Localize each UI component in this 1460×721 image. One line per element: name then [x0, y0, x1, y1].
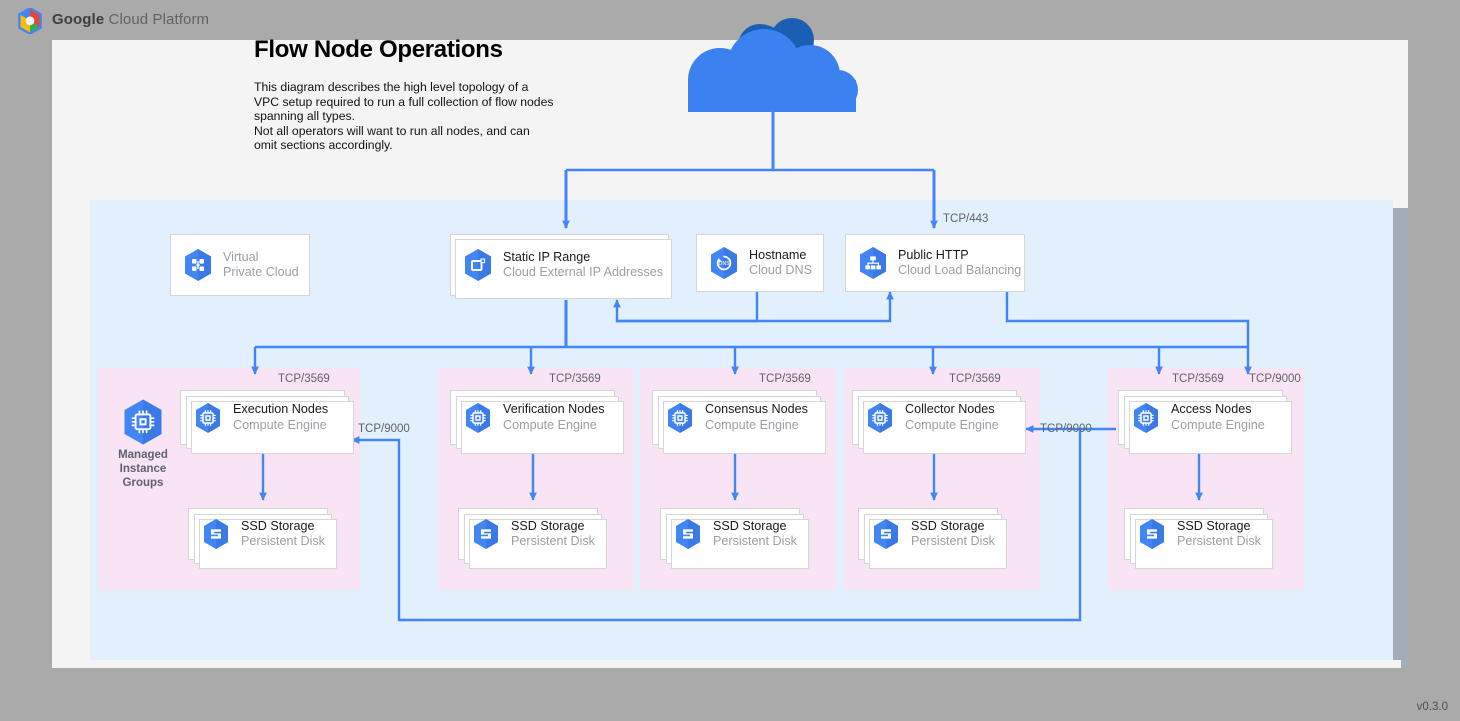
node-title: Collector Nodes	[905, 402, 995, 417]
node-title: Access Nodes	[1171, 402, 1252, 417]
port-label-execution-in: TCP/3569	[278, 373, 330, 385]
cloud-load-balancing-icon	[860, 247, 886, 279]
vpc-shadow-right	[1393, 208, 1408, 668]
storage-verification[interactable]: SSD Storage Persistent Disk	[458, 508, 607, 569]
compute-engine-icon	[466, 402, 490, 433]
node-access-nodes[interactable]: Access Nodes Compute Engine	[1118, 390, 1292, 454]
external-ip-icon	[465, 249, 491, 281]
node-subtitle: Persistent Disk	[511, 534, 595, 548]
node-title: Hostname	[749, 247, 807, 262]
node-title: Consensus Nodes	[705, 402, 808, 417]
node-subtitle: Compute Engine	[705, 417, 799, 432]
node-title: Execution Nodes	[233, 402, 329, 417]
node-title: SSD Storage	[911, 518, 985, 533]
node-subtitle: Compute Engine	[905, 417, 999, 432]
compute-engine-icon	[196, 402, 220, 433]
managed-instance-groups-icon	[124, 399, 162, 445]
node-execution-nodes[interactable]: Execution Nodes Compute Engine	[180, 390, 354, 454]
brand-title: Google Cloud Platform	[52, 11, 209, 28]
diagram-description: This diagram describes the high level to…	[254, 80, 554, 153]
node-subtitle: Persistent Disk	[241, 534, 325, 548]
node-title: Static IP Range	[503, 249, 591, 264]
node-subtitle: Compute Engine	[503, 417, 597, 432]
virtual-private-cloud-icon	[185, 249, 211, 281]
port-label-execution-9000: TCP/9000	[358, 423, 410, 435]
node-title: SSD Storage	[713, 518, 787, 533]
node-static-ip-range[interactable]: Static IP Range Cloud External IP Addres…	[450, 234, 672, 299]
node-title: Virtual	[223, 249, 259, 264]
node-subtitle: Compute Engine	[233, 417, 327, 432]
node-subtitle: Persistent Disk	[1177, 534, 1261, 548]
node-subtitle: Persistent Disk	[911, 534, 995, 548]
node-subtitle: Compute Engine	[1171, 417, 1265, 432]
compute-engine-icon	[1134, 402, 1158, 433]
node-verification-nodes[interactable]: Verification Nodes Compute Engine	[450, 390, 624, 454]
persistent-disk-icon	[1140, 519, 1164, 549]
port-label-collector-9000: TCP/9000	[1040, 423, 1092, 435]
node-subtitle: Cloud Load Balancing	[898, 263, 1022, 277]
brand-bold: Google	[52, 11, 105, 28]
node-title: Public HTTP	[898, 247, 969, 262]
port-label-access-extra: TCP/9000	[1249, 373, 1301, 385]
node-consensus-nodes[interactable]: Consensus Nodes Compute Engine	[652, 390, 826, 454]
persistent-disk-icon	[204, 519, 228, 549]
google-cloud-platform-logo-icon	[18, 8, 42, 34]
node-title: SSD Storage	[1177, 518, 1251, 533]
node-subtitle: Cloud External IP Addresses	[503, 265, 664, 279]
port-label-consensus-in: TCP/3569	[759, 373, 811, 385]
persistent-disk-icon	[676, 519, 700, 549]
persistent-disk-icon	[874, 519, 898, 549]
brand-rest: Cloud Platform	[104, 11, 210, 28]
node-public-http[interactable]: Public HTTP Cloud Load Balancing	[845, 234, 1025, 292]
node-title: SSD Storage	[241, 518, 315, 533]
storage-collector[interactable]: SSD Storage Persistent Disk	[858, 508, 1007, 569]
node-title: Verification Nodes	[503, 402, 605, 417]
version-label: v0.3.0	[1416, 701, 1448, 713]
node-subtitle: Private Cloud	[223, 265, 299, 279]
persistent-disk-icon	[474, 519, 498, 549]
node-virtual-private-cloud[interactable]: Virtual Private Cloud	[170, 234, 310, 296]
port-label-verification-in: TCP/3569	[549, 373, 601, 385]
app-header: Google Cloud Platform	[0, 0, 1460, 40]
port-label-collector-in: TCP/3569	[949, 373, 1001, 385]
node-subtitle: Cloud DNS	[749, 263, 812, 277]
compute-engine-icon	[868, 402, 892, 433]
cloud-dns-icon: DNS	[711, 247, 737, 279]
port-label-https: TCP/443	[943, 213, 989, 225]
port-label-access-in: TCP/3569	[1172, 373, 1224, 385]
diagram-title: Flow Node Operations	[254, 36, 503, 63]
cloud-icon	[688, 18, 858, 112]
node-collector-nodes[interactable]: Collector Nodes Compute Engine	[852, 390, 1026, 454]
storage-consensus[interactable]: SSD Storage Persistent Disk	[660, 508, 809, 569]
node-title: SSD Storage	[511, 518, 585, 533]
storage-access[interactable]: SSD Storage Persistent Disk	[1124, 508, 1273, 569]
svg-text:DNS: DNS	[718, 261, 729, 267]
vpc-shadow-bottom	[98, 660, 1401, 668]
compute-engine-icon	[668, 402, 692, 433]
storage-execution[interactable]: SSD Storage Persistent Disk	[188, 508, 337, 569]
node-hostname[interactable]: DNS Hostname Cloud DNS	[696, 234, 824, 292]
node-subtitle: Persistent Disk	[713, 534, 797, 548]
